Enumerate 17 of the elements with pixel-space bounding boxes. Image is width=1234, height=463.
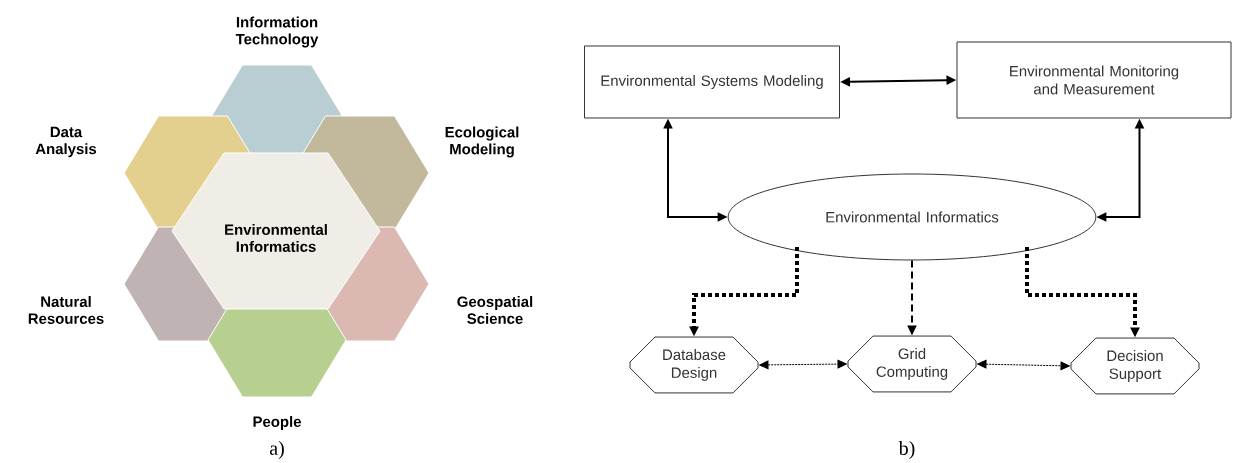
node-label: People bbox=[253, 416, 301, 430]
panel-label: b) bbox=[898, 440, 915, 459]
ellipse-node: Environmental Informatics bbox=[727, 173, 1097, 261]
octagon-box: Grid Computing bbox=[847, 335, 977, 393]
process-box: Environmental Monitoring and Measurement bbox=[956, 41, 1232, 119]
node-label: Natural Resources bbox=[28, 296, 104, 324]
panel-label: a) bbox=[269, 440, 284, 459]
node-label: Data Analysis bbox=[35, 126, 97, 158]
octagon-box: Database Design bbox=[629, 336, 759, 394]
node-label: Ecological Modeling bbox=[445, 126, 519, 158]
arrow bbox=[759, 359, 847, 370]
hexagon: Environmental Informatics bbox=[171, 152, 381, 310]
node-label: Geospatial Science bbox=[457, 296, 533, 324]
octagon-box: Decision Support bbox=[1070, 337, 1200, 395]
node-label: Information Technology bbox=[235, 16, 319, 48]
process-box: Environmental Systems Modeling bbox=[584, 45, 840, 119]
arrow bbox=[977, 359, 1070, 371]
